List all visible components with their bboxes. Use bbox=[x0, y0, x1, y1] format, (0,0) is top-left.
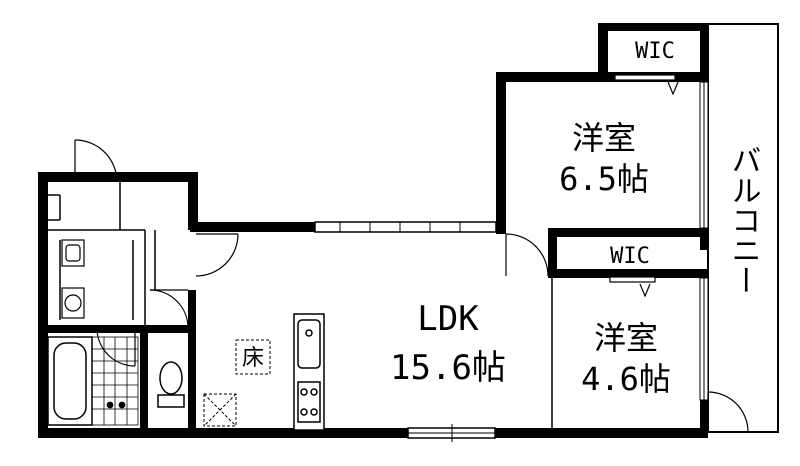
balcony-windows bbox=[699, 81, 709, 401]
bedroom-small-size: 4.6帖 bbox=[581, 360, 671, 398]
bedroom-small-name: 洋室 bbox=[594, 319, 658, 357]
refrigerator-space bbox=[203, 393, 237, 427]
ldk-window bbox=[407, 424, 496, 442]
wic-upper-room: WIC bbox=[635, 39, 675, 64]
wic-door-markers bbox=[609, 74, 679, 298]
balcony-room: バルコニー bbox=[726, 145, 761, 295]
bedroom-large-room: 洋室 6.5帖 bbox=[559, 119, 649, 198]
floor-heating-mark: 床 bbox=[235, 339, 271, 375]
kitchen-counter bbox=[293, 313, 325, 431]
wic-lower-label: WIC bbox=[610, 244, 650, 269]
bathtub bbox=[47, 336, 93, 426]
bedroom-large-size: 6.5帖 bbox=[559, 160, 649, 198]
bedroom-small-room: 洋室 4.6帖 bbox=[581, 319, 671, 398]
wic-lower-room: WIC bbox=[610, 244, 650, 269]
ldk-top-dashed-wall bbox=[314, 221, 497, 233]
washbasin bbox=[61, 239, 85, 267]
doors[interactable] bbox=[96, 233, 749, 433]
toilet bbox=[157, 361, 185, 408]
washing-machine bbox=[61, 287, 85, 319]
ldk-room: LDK 15.6帖 bbox=[390, 299, 506, 388]
interior-partitions bbox=[48, 182, 553, 430]
ldk-size: 15.6帖 bbox=[390, 348, 506, 388]
wic-upper-label: WIC bbox=[635, 39, 675, 64]
entrance-door[interactable] bbox=[74, 139, 118, 183]
floor-heating-label: 床 bbox=[242, 346, 264, 371]
ldk-name: LDK bbox=[417, 299, 479, 339]
shower-floor-tiles bbox=[91, 336, 139, 426]
bedroom-large-name: 洋室 bbox=[572, 119, 636, 157]
balcony-label: バルコニー bbox=[726, 145, 761, 295]
